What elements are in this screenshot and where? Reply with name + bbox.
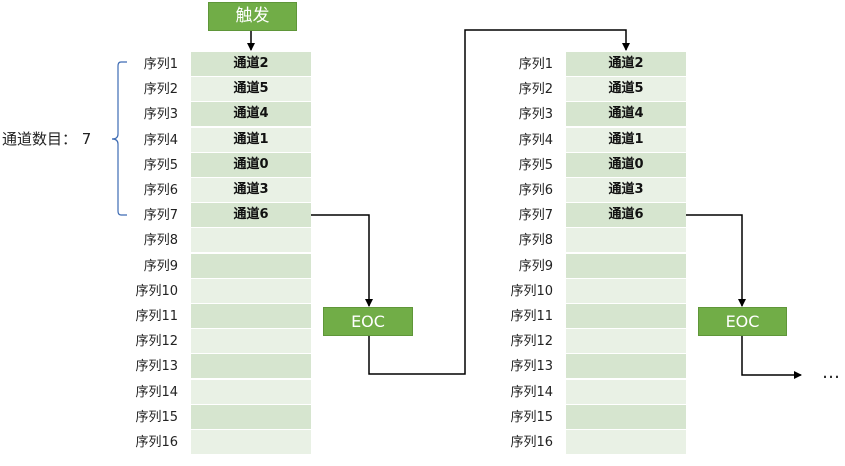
left-sequence-channel-cell: 通道3 bbox=[191, 178, 311, 202]
left-sequence-channel-cell bbox=[191, 430, 311, 454]
right-sequence-label: 序列14 bbox=[510, 384, 553, 400]
right-sequence-label: 序列9 bbox=[518, 258, 553, 274]
left-sequence-channel-cell bbox=[191, 379, 311, 404]
right-sequence-channel-cell bbox=[566, 404, 686, 429]
right-sequence-channel-cell bbox=[566, 354, 686, 379]
left-sequence-label: 序列6 bbox=[143, 183, 178, 198]
left-sequence-channel-cell bbox=[191, 354, 311, 379]
trigger-box: 触发 bbox=[208, 2, 297, 31]
channel-count-brace bbox=[111, 61, 127, 216]
channel-count-label: 通道数目： 7 bbox=[2, 130, 92, 148]
left-seq7-to-eoc-arrow bbox=[311, 214, 373, 307]
right-sequence-label: 序列8 bbox=[518, 233, 553, 249]
left-sequence-channel-cell: 通道6 bbox=[191, 203, 311, 228]
eoc-onward-arrow bbox=[741, 336, 802, 379]
right-sequence-label: 序列4 bbox=[518, 132, 553, 148]
right-sequence-channel-cell: 通道1 bbox=[566, 127, 686, 152]
left-sequence-channel-cell: 通道4 bbox=[191, 102, 311, 127]
right-sequence-channel-cell bbox=[566, 304, 686, 328]
left-sequence-channel-cell bbox=[191, 278, 311, 303]
left-sequence-label: 序列9 bbox=[143, 258, 178, 274]
left-sequence-label: 序列1 bbox=[143, 57, 178, 72]
left-sequence-label: 序列5 bbox=[143, 157, 178, 173]
left-sequence-label: 序列8 bbox=[143, 233, 178, 249]
right-sequence-channel-cell: 通道5 bbox=[566, 77, 686, 102]
right-sequence-channel-cell: 通道3 bbox=[566, 178, 686, 202]
left-sequence-channel-cell bbox=[191, 253, 311, 278]
left-sequence-channel-cell bbox=[191, 404, 311, 429]
left-sequence-label: 序列13 bbox=[135, 359, 178, 375]
right-sequence-label: 序列7 bbox=[518, 208, 553, 224]
left-sequence-channel-cell: 通道1 bbox=[191, 127, 311, 152]
left-sequence-label: 序列12 bbox=[135, 334, 178, 350]
left-sequence-label: 序列14 bbox=[135, 384, 178, 400]
left-sequence-label: 序列7 bbox=[143, 208, 178, 224]
right-sequence-channel-cell: 通道0 bbox=[566, 152, 686, 177]
right-sequence-channel-cell: 通道6 bbox=[566, 203, 686, 228]
right-sequence-channel-cell: 通道4 bbox=[566, 102, 686, 127]
right-sequence-label: 序列13 bbox=[510, 359, 553, 375]
continuation-ellipsis: … bbox=[822, 362, 840, 383]
left-sequence-channel-cell: 通道5 bbox=[191, 77, 311, 102]
right-sequence-label: 序列2 bbox=[518, 82, 553, 98]
right-sequence-label: 序列1 bbox=[518, 57, 553, 72]
left-sequence-label: 序列4 bbox=[143, 132, 178, 148]
right-sequence-label: 序列15 bbox=[510, 409, 553, 425]
eoc-to-right-seq1-arrow bbox=[368, 29, 630, 375]
left-sequence-channel-cell bbox=[191, 228, 311, 253]
left-sequence-channel-cell bbox=[191, 329, 311, 354]
left-sequence-label: 序列2 bbox=[143, 82, 178, 98]
right-sequence-label: 序列16 bbox=[510, 435, 553, 450]
left-sequence-channel-cell bbox=[191, 304, 311, 328]
left-sequence-label: 序列3 bbox=[143, 107, 178, 123]
left-sequence-label: 序列16 bbox=[135, 435, 178, 450]
left-eoc-box: EOC bbox=[323, 307, 413, 336]
right-sequence-channel-cell bbox=[566, 278, 686, 303]
right-sequence-label: 序列5 bbox=[518, 157, 553, 173]
left-sequence-label: 序列15 bbox=[135, 409, 178, 425]
left-sequence-channel-cell: 通道2 bbox=[191, 52, 311, 76]
right-sequence-label: 序列6 bbox=[518, 183, 553, 198]
right-sequence-channel-cell bbox=[566, 228, 686, 253]
right-eoc-box: EOC bbox=[698, 307, 787, 336]
right-sequence-label: 序列10 bbox=[510, 283, 553, 299]
right-seq7-to-eoc-arrow bbox=[686, 214, 746, 307]
left-sequence-channel-cell: 通道0 bbox=[191, 152, 311, 177]
left-sequence-label: 序列10 bbox=[135, 283, 178, 299]
right-sequence-channel-cell bbox=[566, 379, 686, 404]
right-sequence-label: 序列3 bbox=[518, 107, 553, 123]
right-sequence-label: 序列11 bbox=[510, 309, 553, 324]
right-sequence-channel-cell: 通道2 bbox=[566, 52, 686, 76]
right-sequence-channel-cell bbox=[566, 430, 686, 454]
right-sequence-label: 序列12 bbox=[510, 334, 553, 350]
left-sequence-label: 序列11 bbox=[135, 309, 178, 324]
right-sequence-channel-cell bbox=[566, 253, 686, 278]
right-sequence-channel-cell bbox=[566, 329, 686, 354]
